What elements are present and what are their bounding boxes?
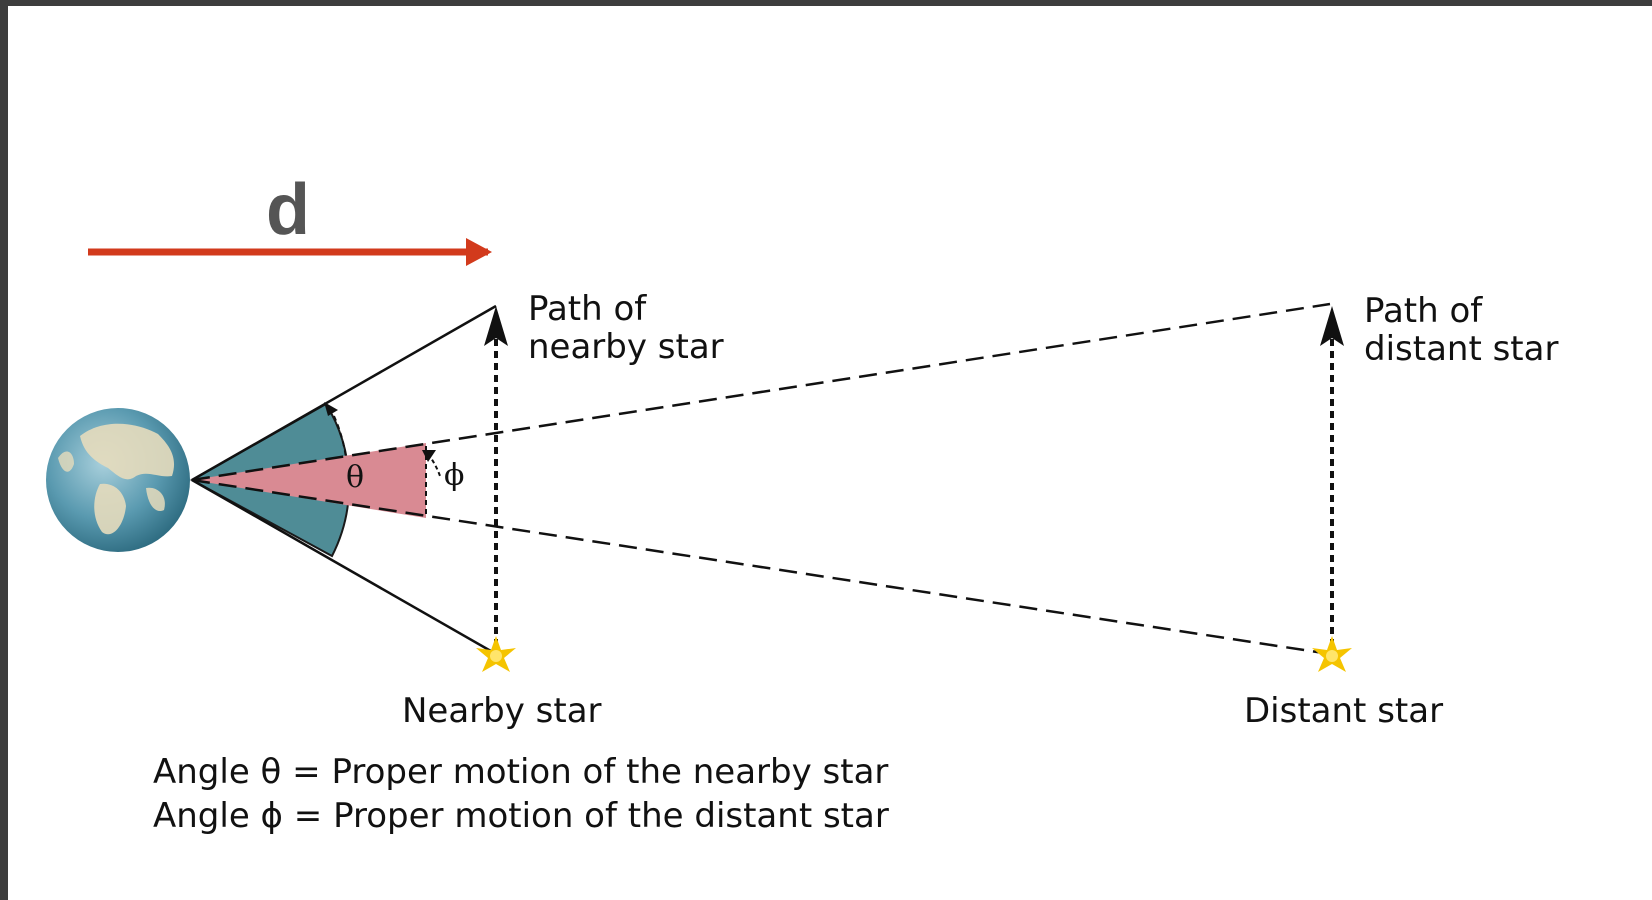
phi-symbol: ϕ — [444, 460, 464, 492]
distant-path-label-line1: Path of — [1364, 292, 1482, 330]
distant-path-label-line2: distant star — [1364, 330, 1558, 368]
distant-star-label: Distant star — [1244, 692, 1443, 730]
earth-globe — [46, 408, 190, 552]
caption-theta: Angle θ = Proper motion of the nearby st… — [153, 752, 888, 792]
sight-line-distant-bottom — [192, 480, 1330, 654]
nearby-path-label-line2: nearby star — [528, 328, 724, 366]
theta-symbol: θ — [346, 462, 364, 494]
distant-star-icon — [1312, 636, 1352, 672]
nearby-star-label: Nearby star — [402, 692, 602, 730]
caption-phi: Angle ϕ = Proper motion of the distant s… — [153, 796, 889, 836]
nearby-star-icon — [476, 636, 516, 672]
slide-canvas: d Path of nearby star Path of distant st… — [8, 6, 1652, 900]
distance-arrow-head — [466, 238, 492, 266]
sight-line-distant-top — [192, 304, 1330, 480]
nearby-path-label-line1: Path of — [528, 290, 646, 328]
distance-label: d — [266, 170, 310, 250]
